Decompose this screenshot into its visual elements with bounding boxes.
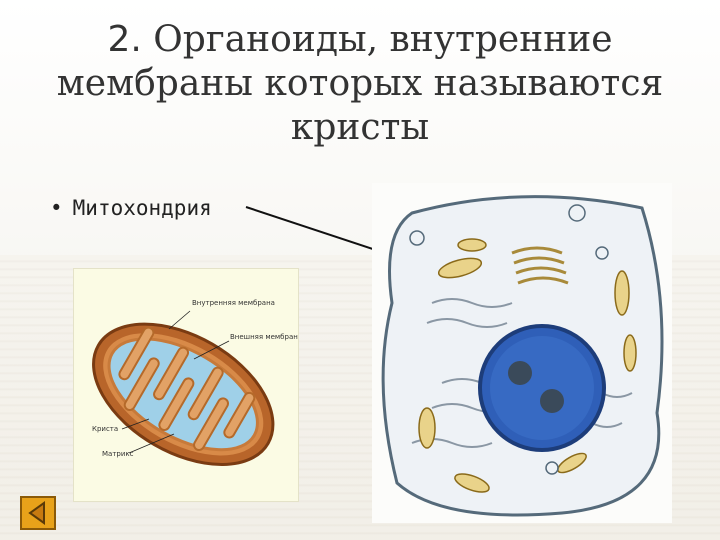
- label-outer-membrane: Внешняя мембрана: [230, 333, 298, 341]
- label-cristae: Криста: [92, 425, 118, 433]
- back-nav-button[interactable]: [20, 496, 56, 530]
- animal-cell-illustration: [372, 183, 672, 523]
- mitochondrion-illustration: Внутренняя мембрана Внешняя мембрана Кри…: [73, 268, 299, 502]
- triangle-left-icon: [22, 498, 54, 528]
- label-inner-membrane: Внутренняя мембрана: [192, 299, 275, 307]
- label-matrix: Матрикс: [102, 450, 134, 458]
